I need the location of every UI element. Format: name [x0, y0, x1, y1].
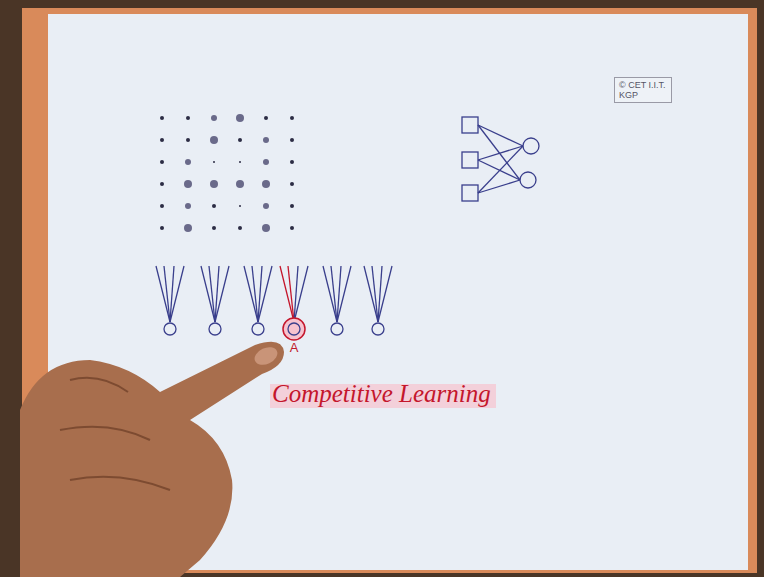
input-line — [201, 266, 215, 322]
input-dot — [185, 159, 191, 165]
network-sketch — [462, 117, 539, 201]
input-line — [337, 266, 351, 322]
input-dot — [236, 180, 244, 188]
neuron-circle — [372, 323, 384, 335]
neuron-label: A — [281, 341, 307, 354]
input-line — [156, 266, 170, 322]
input-line — [252, 266, 258, 322]
input-square — [462, 117, 478, 133]
weight-line — [478, 180, 520, 193]
input-line — [378, 266, 392, 322]
input-dot — [238, 226, 242, 230]
neuron-circle — [252, 323, 264, 335]
input-dot — [184, 180, 192, 188]
input-dot — [290, 226, 294, 230]
input-line — [323, 266, 337, 322]
input-line — [215, 266, 229, 322]
watermark-box: © CET I.I.T. KGP — [614, 77, 672, 103]
input-dot — [263, 203, 269, 209]
input-dot — [263, 159, 269, 165]
input-line — [364, 266, 378, 322]
input-dot — [239, 161, 241, 163]
neuron-circle — [164, 323, 176, 335]
input-square — [462, 185, 478, 201]
input-dot — [290, 204, 294, 208]
input-line — [164, 266, 170, 322]
input-square — [462, 152, 478, 168]
input-dot — [239, 205, 241, 207]
input-line — [244, 266, 258, 322]
input-line — [288, 266, 294, 322]
input-line — [331, 266, 337, 322]
input-dot — [213, 161, 215, 163]
input-dot — [160, 116, 164, 120]
input-line — [258, 266, 272, 322]
input-line — [372, 266, 378, 322]
output-circle — [520, 172, 536, 188]
neuron-circle — [209, 323, 221, 335]
input-dot — [262, 224, 270, 232]
input-dot — [185, 203, 191, 209]
neuron-circle — [331, 323, 343, 335]
input-dot — [160, 160, 164, 164]
input-dot — [210, 136, 218, 144]
input-dot — [212, 204, 216, 208]
input-dot — [212, 226, 216, 230]
input-line — [170, 266, 184, 322]
neuron-row — [156, 266, 392, 335]
input-line — [280, 266, 294, 322]
input-dot — [210, 180, 218, 188]
input-dot — [262, 180, 270, 188]
input-dot — [186, 116, 190, 120]
input-dot — [238, 138, 242, 142]
weight-line — [478, 125, 523, 146]
output-circle — [523, 138, 539, 154]
input-dot — [290, 116, 294, 120]
input-dot — [160, 226, 164, 230]
input-dot — [211, 115, 217, 121]
input-dot — [290, 160, 294, 164]
weight-line — [478, 146, 523, 193]
input-dot — [236, 114, 244, 122]
input-dot — [290, 138, 294, 142]
input-line — [209, 266, 215, 322]
input-dot — [160, 204, 164, 208]
input-dot — [160, 182, 164, 186]
input-dot — [184, 224, 192, 232]
winner-neuron: A — [281, 316, 307, 354]
input-line — [294, 266, 308, 322]
dot-grid — [160, 114, 294, 232]
input-dot — [264, 116, 268, 120]
watermark-text: © CET I.I.T. KGP — [619, 80, 667, 100]
input-dot — [160, 138, 164, 142]
input-dot — [263, 137, 269, 143]
hand — [20, 342, 284, 577]
input-dot — [186, 138, 190, 142]
input-dot — [290, 182, 294, 186]
title-handwriting: Competitive Learning — [272, 380, 491, 408]
weight-line — [478, 160, 520, 180]
neuron-outline — [281, 316, 307, 342]
